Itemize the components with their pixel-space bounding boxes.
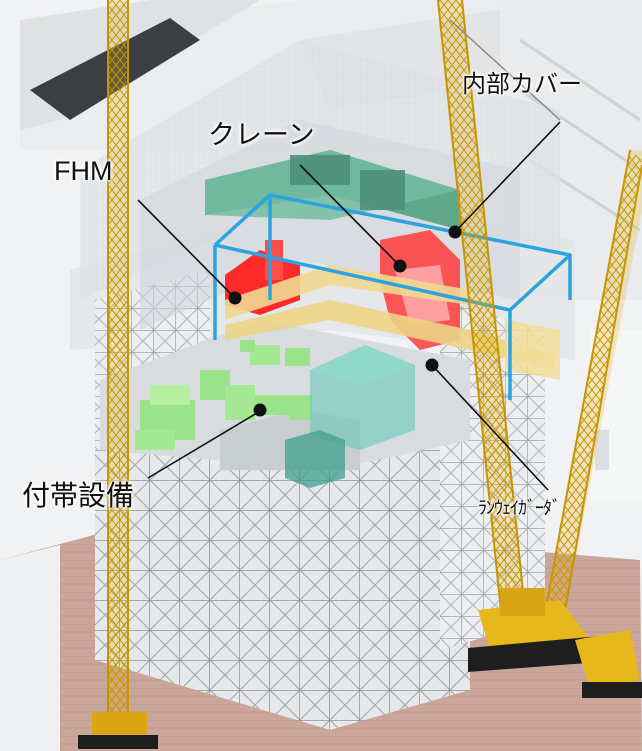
label-fhm: FHM — [54, 156, 113, 186]
label-crane: クレーン — [208, 120, 315, 151]
leader-lines — [137, 121, 561, 491]
runway-girder — [225, 265, 560, 380]
label-auxiliary-equipment: 付帯設備 — [22, 479, 135, 512]
crawler-crane-right — [437, 0, 642, 698]
auxiliary-equipment — [135, 340, 312, 450]
label-inner-cover: 内部カバー — [462, 70, 582, 98]
leader-dots — [228, 225, 462, 417]
teal-enclosure — [285, 345, 415, 488]
tower-crane-left — [78, 0, 158, 749]
label-runway-girder: ﾗﾝｳｪｲｶﾞｰﾀﾞ — [478, 498, 561, 519]
inner-cover-outline — [213, 193, 572, 400]
